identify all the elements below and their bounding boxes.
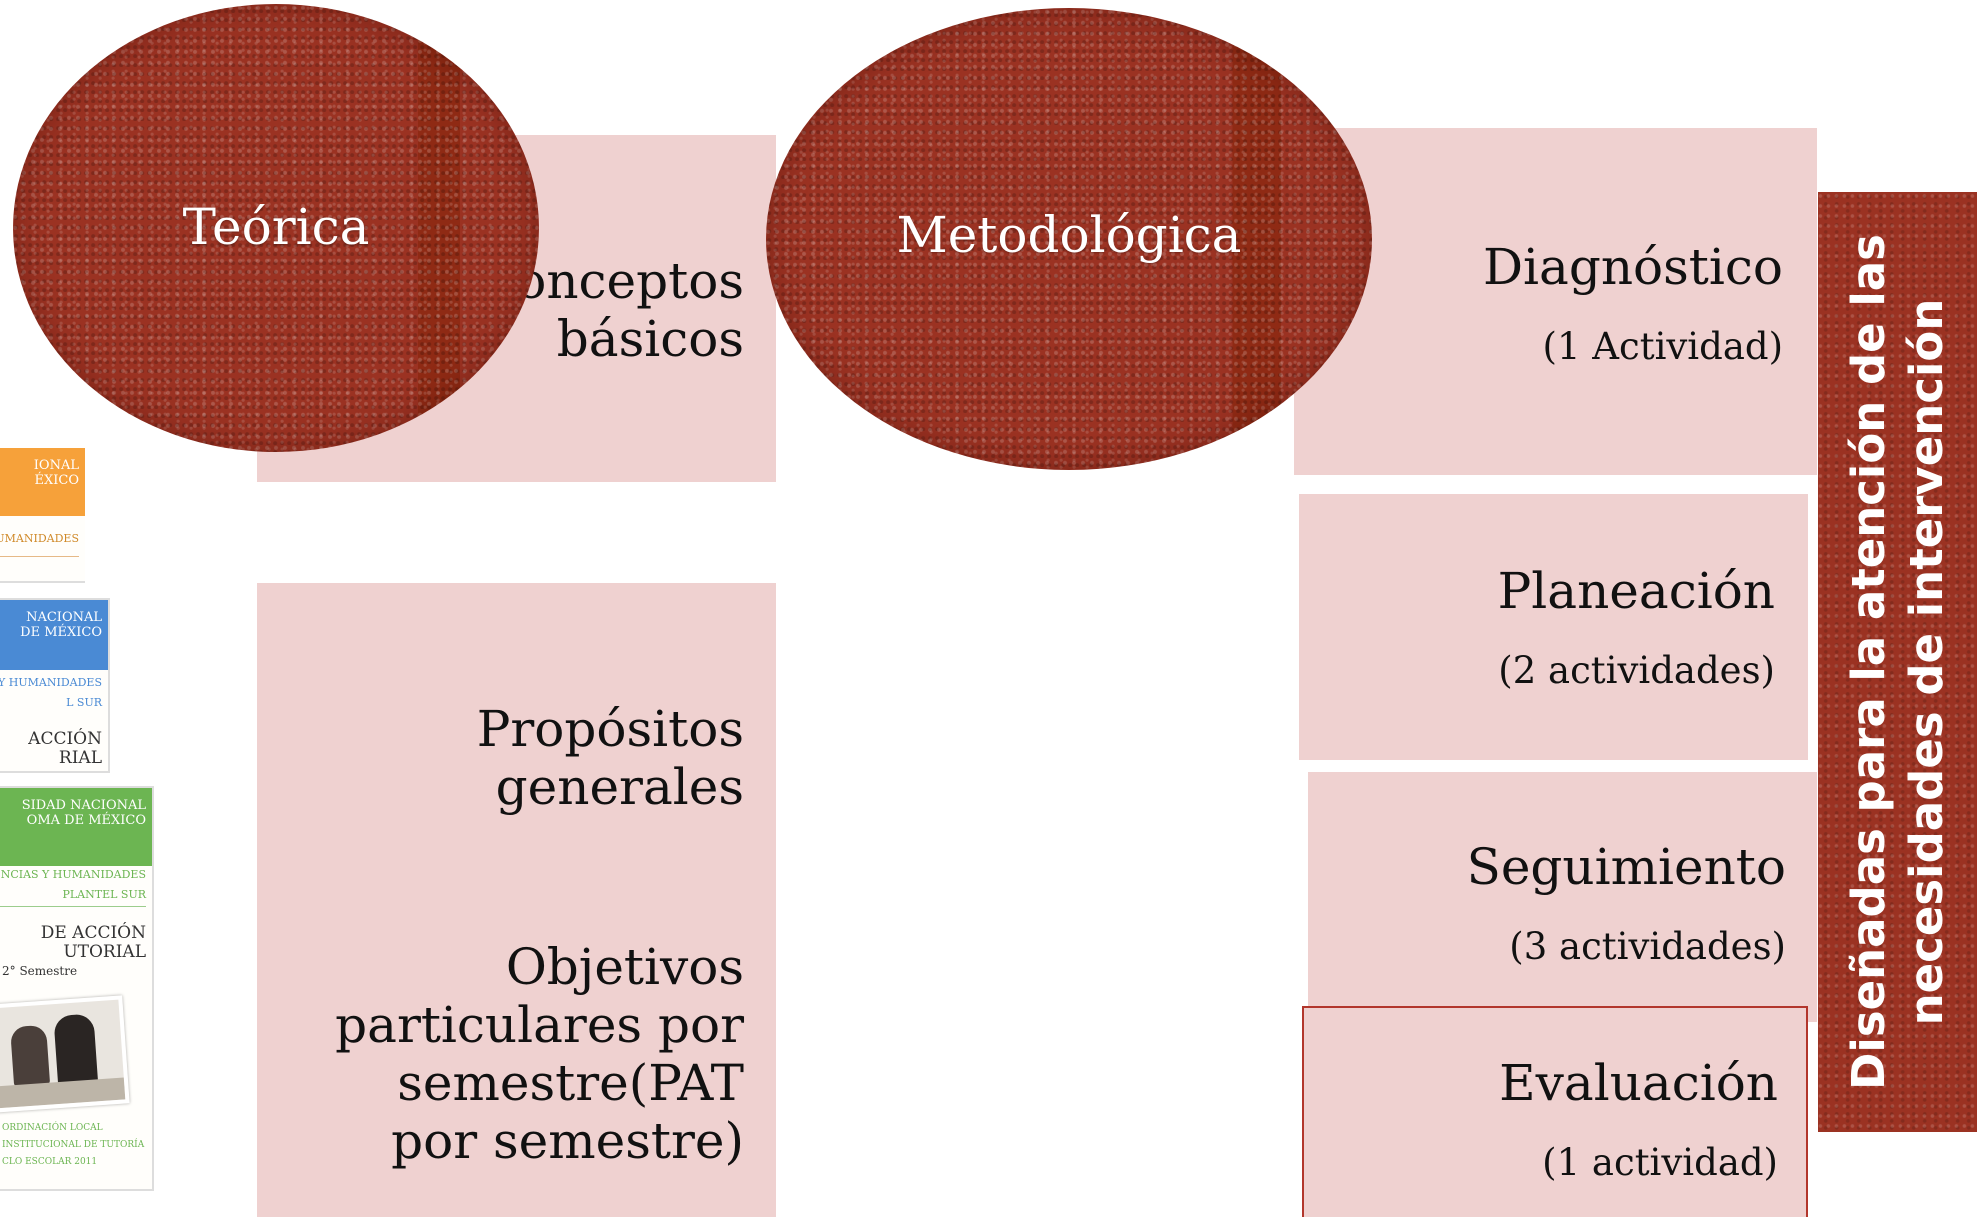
ellipse-metodologica: Metodológica bbox=[766, 8, 1372, 470]
cover-line: IENCIAS Y HUMANIDADES bbox=[0, 868, 146, 881]
box-label: Diagnóstico (1 Actividad) bbox=[1483, 238, 1783, 376]
cover-line: AS Y HUMANIDADES bbox=[0, 676, 102, 689]
box-label: Evaluación (1 actividad) bbox=[1499, 1054, 1778, 1192]
phase-title: Diagnóstico bbox=[1482, 238, 1783, 296]
phase-detail: (2 actividades) bbox=[1498, 649, 1775, 692]
cover-footer: CLO ESCOLAR 2011 bbox=[2, 1157, 98, 1167]
phase-detail: (1 actividad) bbox=[1542, 1141, 1778, 1184]
cover-orange: IONAL ÉXICO UMANIDADES bbox=[0, 448, 85, 583]
box-seguimiento: Seguimiento (3 actividades) bbox=[1308, 772, 1817, 1022]
phase-title: Planeación bbox=[1497, 562, 1775, 620]
box-label: Objetivos particulares por semestre(PAT … bbox=[335, 938, 744, 1170]
cover-line: PLANTEL SUR bbox=[62, 888, 146, 901]
box-objetivos-particulares: Objetivos particulares por semestre(PAT … bbox=[257, 912, 776, 1217]
box-label: Seguimiento (3 actividades) bbox=[1467, 838, 1786, 976]
box-label: Propósitos generales bbox=[476, 700, 744, 816]
box-evaluacion: Evaluación (1 actividad) bbox=[1302, 1006, 1808, 1217]
cover-green: SIDAD NACIONAL OMA DE MÉXICO IENCIAS Y H… bbox=[0, 786, 154, 1191]
cover-line: UMANIDADES bbox=[0, 532, 79, 545]
box-diagnostico: Diagnóstico (1 Actividad) bbox=[1294, 128, 1817, 475]
ellipse-label: Metodológica bbox=[896, 206, 1242, 264]
cover-line: L SUR bbox=[66, 696, 102, 709]
vertical-banner: Diseñadas para la atención de las necesi… bbox=[1818, 192, 1977, 1132]
box-planeacion: Planeación (2 actividades) bbox=[1299, 494, 1808, 760]
box-propositos-generales: Propósitos generales bbox=[257, 583, 776, 928]
cover-title: DE ACCIÓN UTORIAL bbox=[40, 923, 146, 962]
phase-detail: (3 actividades) bbox=[1509, 925, 1786, 968]
cover-blue: NACIONAL DE MÉXICO AS Y HUMANIDADES L SU… bbox=[0, 598, 110, 773]
banner-text: Diseñadas para la atención de las necesi… bbox=[1841, 234, 1953, 1090]
cover-band: SIDAD NACIONAL OMA DE MÉXICO bbox=[0, 788, 152, 866]
cover-photo bbox=[0, 995, 130, 1113]
phase-detail: (1 Actividad) bbox=[1542, 325, 1783, 368]
ellipse-teorica: Teórica bbox=[13, 4, 539, 452]
phase-title: Seguimiento bbox=[1466, 838, 1786, 896]
cover-footer: INSTITUCIONAL DE TUTORÍA bbox=[2, 1140, 145, 1150]
ellipse-label: Teórica bbox=[182, 198, 370, 256]
cover-band: NACIONAL DE MÉXICO bbox=[0, 600, 108, 670]
cover-title: ACCIÓN RIAL bbox=[28, 729, 102, 768]
cover-subtitle: 2° Semestre bbox=[2, 964, 78, 978]
cover-footer: ORDINACIÓN LOCAL bbox=[2, 1123, 103, 1133]
box-label: Planeación (2 actividades) bbox=[1498, 562, 1775, 700]
phase-title: Evaluación bbox=[1499, 1054, 1778, 1112]
cover-band: IONAL ÉXICO bbox=[0, 448, 85, 516]
